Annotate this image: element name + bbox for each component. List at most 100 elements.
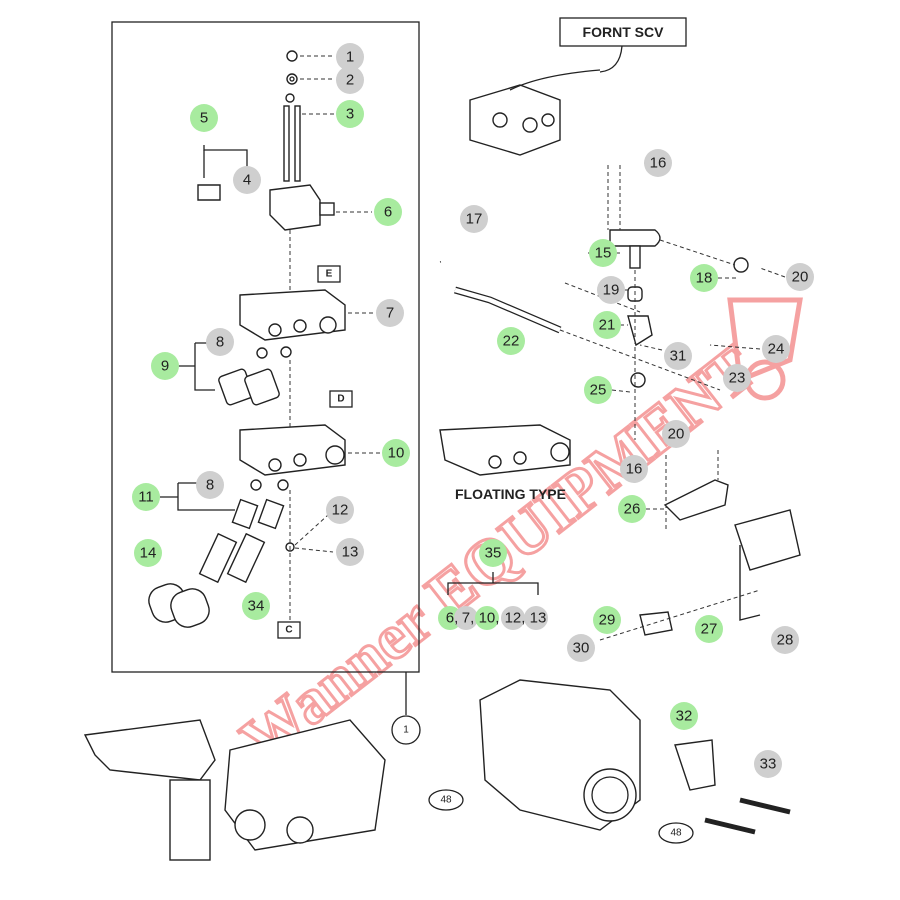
callout-8: 8 xyxy=(196,471,224,499)
callout-23: 23 xyxy=(723,364,751,392)
callout-bubble xyxy=(196,471,224,499)
callout-number: 14 xyxy=(140,545,157,562)
rear-housing xyxy=(83,719,386,861)
callout-bubble xyxy=(695,615,723,643)
callout-bubble xyxy=(644,149,672,177)
callout-number: 34 xyxy=(248,598,265,615)
callout-18: 18 xyxy=(690,264,718,292)
ref-box-d-label: D xyxy=(337,394,344,405)
callout-number: 11 xyxy=(138,489,154,506)
callout-bubble xyxy=(589,239,617,267)
callout-28: 28 xyxy=(771,626,799,654)
callout-number: 7 xyxy=(386,305,394,322)
callout-17: 17 xyxy=(460,205,488,233)
callout-bubble xyxy=(382,439,410,467)
callout-25: 25 xyxy=(584,376,612,404)
floating-type-valve xyxy=(439,424,571,476)
group-35-member: 10, xyxy=(479,610,500,627)
callout-bubble xyxy=(762,335,790,363)
callout-bubble xyxy=(132,483,160,511)
callout-30: 30 xyxy=(567,634,595,662)
callout-22: 22 xyxy=(497,327,525,355)
floating-type-label: FLOATING TYPE xyxy=(455,486,566,502)
member-bubble xyxy=(475,606,499,630)
callout-number: 20 xyxy=(792,269,809,286)
member-bubble xyxy=(524,606,548,630)
callout-7: 7 xyxy=(376,299,404,327)
group-35-member: 12, xyxy=(505,610,526,627)
callout-bubble xyxy=(374,198,402,226)
callout-number: 35 xyxy=(485,545,502,562)
callout-number: 16 xyxy=(650,155,667,172)
callout-1: 1 xyxy=(336,43,364,71)
assembly-ref-circle xyxy=(391,715,421,745)
callout-number: 6 xyxy=(384,204,392,221)
callout-number: 20 xyxy=(668,426,685,443)
callout-number: 30 xyxy=(573,640,590,657)
ref-box-e xyxy=(317,265,341,283)
callout-19: 19 xyxy=(597,276,625,304)
callout-bubble xyxy=(620,455,648,483)
callout-bubble xyxy=(376,299,404,327)
group-35-bracket xyxy=(447,572,539,595)
callout-number: 8 xyxy=(216,334,224,351)
assembly-ref-label: 1 xyxy=(403,725,409,736)
callout-4: 4 xyxy=(233,166,261,194)
callout-bubble xyxy=(690,264,718,292)
callout-29: 29 xyxy=(593,606,621,634)
callout-number: 17 xyxy=(466,211,483,228)
callout-number: 27 xyxy=(701,621,718,638)
callout-bubble xyxy=(664,342,692,370)
callout-bubble xyxy=(326,496,354,524)
callout-number: 8 xyxy=(206,477,214,494)
member-bubble xyxy=(501,606,525,630)
callout-bubble xyxy=(567,634,595,662)
callout-26: 26 xyxy=(618,495,646,523)
callout-number: 29 xyxy=(599,612,616,629)
callout-bubble xyxy=(336,66,364,94)
callout-15: 15 xyxy=(589,239,617,267)
callout-16: 16 xyxy=(620,455,648,483)
center-housing xyxy=(479,679,791,835)
callout-16: 16 xyxy=(644,149,672,177)
callout-bubble xyxy=(151,352,179,380)
callout-10: 10 xyxy=(382,439,410,467)
callout-27: 27 xyxy=(695,615,723,643)
mounting-brackets xyxy=(599,450,801,641)
member-bubble xyxy=(454,606,478,630)
callout-13: 13 xyxy=(336,538,364,566)
callout-bubble xyxy=(593,606,621,634)
ref-box-c xyxy=(277,621,301,639)
callout-5: 5 xyxy=(190,104,218,132)
callout-bubble xyxy=(597,276,625,304)
callout-11: 11 xyxy=(132,483,160,511)
callout-bubble xyxy=(670,702,698,730)
callout-number: 28 xyxy=(777,632,794,649)
callout-bubble xyxy=(479,539,507,567)
callout-9: 9 xyxy=(151,352,179,380)
callout-bubble xyxy=(593,311,621,339)
ref-48-oval xyxy=(658,822,694,844)
callout-number: 1 xyxy=(346,49,354,66)
callout-24: 24 xyxy=(762,335,790,363)
callout-32: 32 xyxy=(670,702,698,730)
callout-6: 6 xyxy=(374,198,402,226)
callout-bubble xyxy=(754,750,782,778)
callout-20: 20 xyxy=(786,263,814,291)
callout-number: 18 xyxy=(696,270,713,287)
callout-bubble xyxy=(242,592,270,620)
callout-34: 34 xyxy=(242,592,270,620)
ref-48-oval xyxy=(428,789,464,811)
callout-number: 10 xyxy=(388,445,405,462)
callout-number: 4 xyxy=(243,172,251,189)
callout-bubble xyxy=(206,328,234,356)
callout-bubble xyxy=(584,376,612,404)
group-35-member: 6, xyxy=(446,610,459,627)
callout-number: 25 xyxy=(590,382,607,399)
callout-number: 2 xyxy=(346,72,354,89)
ref-box-c-label: C xyxy=(285,625,292,636)
callout-number: 22 xyxy=(503,333,520,350)
callout-bubble xyxy=(786,263,814,291)
group-35-members: 6,7,10,12,13 xyxy=(438,606,548,630)
